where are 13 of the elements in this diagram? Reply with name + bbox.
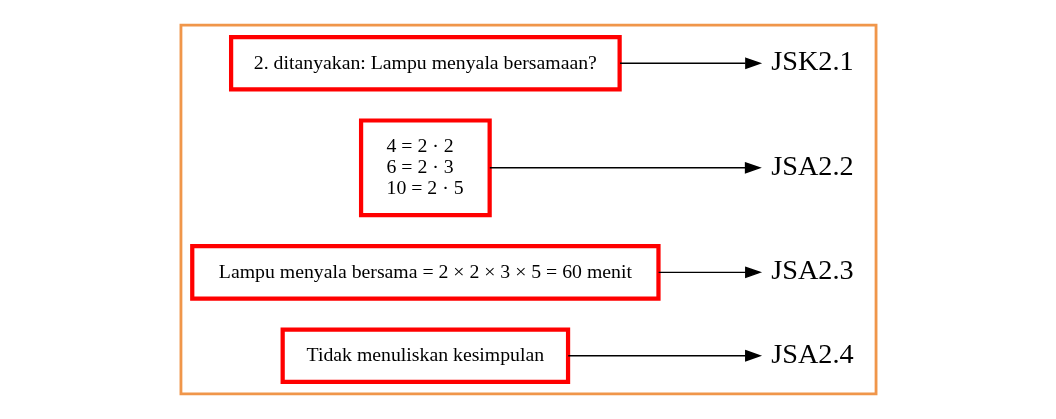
arrow [618, 57, 762, 70]
node-text: JSA2.3 [770, 254, 854, 286]
arrow [488, 161, 762, 174]
arrow [657, 266, 762, 279]
node-text: JSA2.2 [770, 149, 854, 181]
node-box: Tidak menuliskan kesimpulan [280, 327, 570, 384]
cluster [179, 23, 877, 396]
node-text: JSK2.1 [770, 45, 854, 77]
node-box: 2. ditanyakan: Lampu menyala bersamaan? [228, 35, 622, 92]
node-text: JSA2.4 [770, 337, 854, 369]
node-box: Lampu menyala bersama = 2 × 2 × 3 × 5 = 60 menit [189, 244, 661, 301]
arrow [567, 349, 762, 362]
node-box: 4 = 2 · 2 6 = 2 · 3 10 = 2 · 5 [358, 118, 492, 218]
